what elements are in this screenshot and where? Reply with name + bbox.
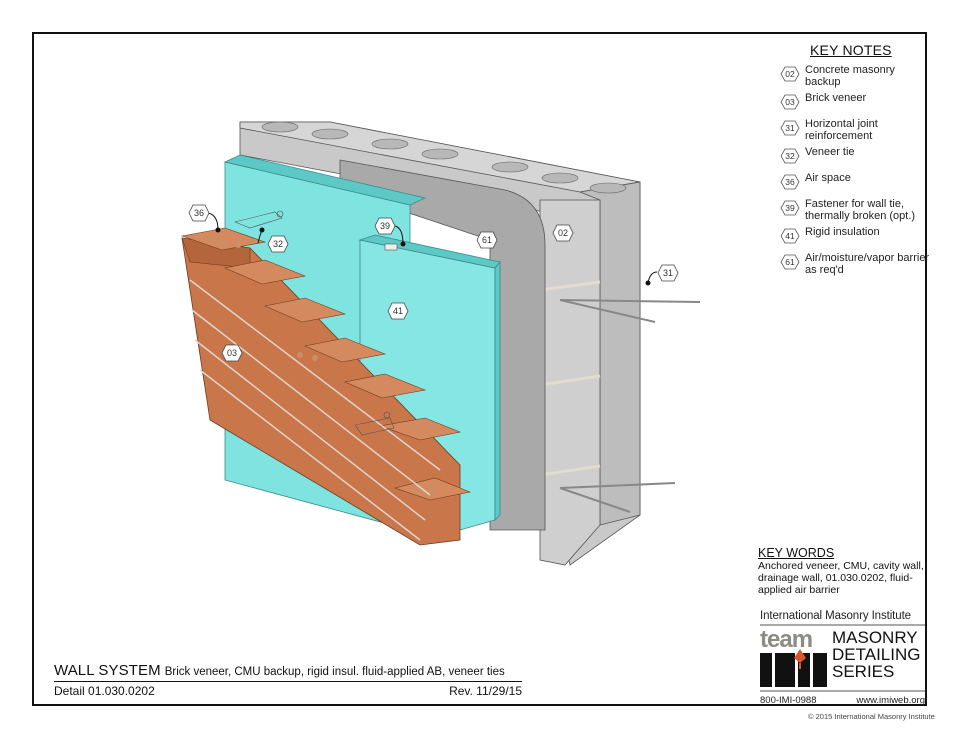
imi-logo-block: International Masonry Institute team MAS… [760,610,925,706]
logo-line-detailing: DETAILING [832,645,921,664]
hexagon-icon [387,302,409,320]
key-note-text: Air/moisture/vapor barrier as req'd [805,252,930,276]
callout-36: 36 [188,204,210,222]
key-note-text: Veneer tie [805,146,855,158]
key-words-title: KEY WORDS [758,546,835,560]
callout-61: 61 [476,231,498,249]
callout-31: 31 [657,264,679,282]
joint-reinforcement [559,299,701,513]
hexagon-icon: 31 [780,120,800,136]
hexagon-icon [552,224,574,242]
key-note-item: 39 Fastener for wall tie, thermally brok… [780,198,930,222]
drawing-subtitle: Brick veneer, CMU backup, rigid insul. f… [164,666,505,678]
logo-line-masonry: MASONRY [832,628,918,647]
callout-03: 03 [221,344,243,362]
hexagon-icon [221,344,243,362]
key-note-item: 03 Brick veneer [780,92,930,114]
hexagon-icon: 02 [780,66,800,82]
brick-veneer [180,227,472,546]
key-note-item: 31 Horizontal joint reinforcement [780,118,930,142]
imi-logo-blocks [760,653,828,687]
key-note-text: Brick veneer [805,92,867,104]
hexagon-icon: 36 [780,174,800,190]
callout-32: 32 [267,235,289,253]
hexagon-icon: 61 [780,254,800,270]
hexagon-icon [188,204,210,222]
hexagon-icon [476,231,498,249]
hexagon-icon: 39 [780,200,800,216]
team-logo: team MASONRY DETAILING SERIES [760,626,925,687]
hexagon-icon: 03 [780,94,800,110]
trowel-icon [794,649,806,669]
key-note-item: 36 Air space [780,172,930,194]
key-notes-legend: KEY NOTES 02 Concrete masonry backup 03 … [780,42,930,280]
logo-line-series: SERIES [832,662,895,681]
cmu-backup-wall [239,121,641,566]
key-note-text: Rigid insulation [805,226,880,238]
hexagon-icon [267,235,289,253]
key-notes-title: KEY NOTES [810,42,892,58]
copyright: © 2015 International Masonry Institute [808,712,935,721]
key-note-text: Horizontal joint reinforcement [805,118,878,142]
key-note-text: Fastener for wall tie, thermally broken … [805,198,916,222]
key-words: KEY WORDS Anchored veneer, CMU, cavity w… [758,546,933,596]
key-note-text: Air space [805,172,851,184]
key-words-text: Anchored veneer, CMU, cavity wall, drain… [758,560,924,596]
drawing-title: WALL SYSTEM [54,662,161,679]
key-note-item: 41 Rigid insulation [780,226,930,248]
key-note-item: 02 Concrete masonry backup [780,64,930,88]
key-note-text: Concrete masonry backup [805,64,895,88]
revision-date: Rev. 11/29/15 [449,684,522,698]
team-wordmark: team [760,626,813,653]
callout-02: 02 [552,224,574,242]
hexagon-icon: 41 [780,228,800,244]
key-note-item: 32 Veneer tie [780,146,930,168]
hexagon-icon: 32 [780,148,800,164]
hexagon-icon [657,264,679,282]
website-link[interactable]: www.imiweb.org [856,695,925,706]
detail-number: Detail 01.030.0202 [54,684,155,698]
callout-39: 39 [374,217,396,235]
drawing-border [32,32,927,706]
callout-41: 41 [387,302,409,320]
veneer-ties [234,210,398,436]
hexagon-icon [374,217,396,235]
organization-name: International Masonry Institute [760,610,925,626]
key-note-item: 61 Air/moisture/vapor barrier as req'd [780,252,930,276]
phone-number: 800-IMI-0988 [760,695,817,706]
